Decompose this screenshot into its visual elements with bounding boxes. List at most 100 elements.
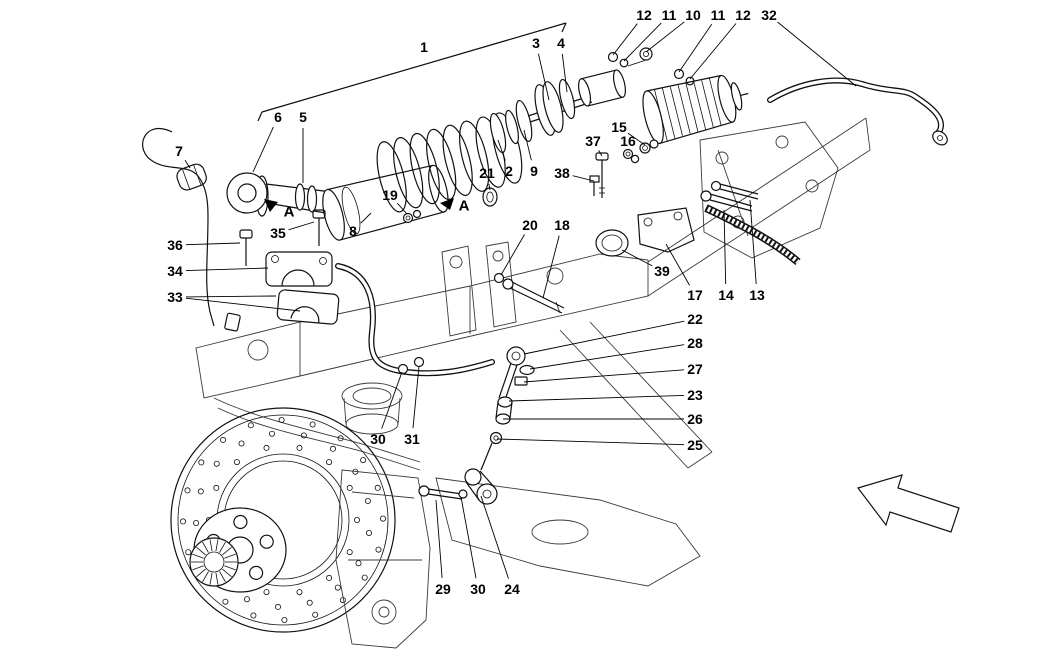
shock-absorber-assembly	[142, 47, 749, 332]
drilled-hole	[278, 416, 285, 423]
drilled-hole	[263, 589, 270, 596]
view-label-A: A	[283, 203, 295, 221]
callout-36: 36	[167, 237, 183, 253]
drilled-hole	[346, 484, 353, 491]
spline-tooth	[202, 571, 209, 583]
callout-26: 26	[687, 411, 703, 427]
drilled-hole	[263, 444, 270, 451]
eye-ring-6	[226, 172, 269, 217]
leader-line	[561, 53, 568, 93]
drilled-hole	[374, 484, 381, 491]
spline-tooth	[222, 546, 232, 556]
drilled-hole	[326, 574, 333, 581]
leader-line	[529, 344, 685, 370]
spline-tooth	[209, 539, 213, 552]
leader-line	[723, 209, 727, 285]
sway-bar-front	[335, 263, 495, 377]
leader-line	[665, 243, 690, 286]
callout-31: 31	[404, 431, 420, 447]
callout-15: 15	[611, 119, 627, 135]
leader-line	[435, 499, 443, 579]
drilled-hole	[375, 546, 382, 553]
leader-line	[689, 23, 737, 80]
callout-23: 23	[687, 387, 703, 403]
callout-12: 12	[636, 7, 652, 23]
callout-5: 5	[299, 109, 307, 125]
spline-tooth	[215, 539, 219, 552]
leader-line	[508, 394, 685, 402]
drilled-hole	[185, 549, 192, 556]
leader-line	[542, 235, 560, 299]
drilled-hole	[337, 435, 344, 442]
callout-25: 25	[687, 437, 703, 453]
drilled-hole	[213, 484, 220, 491]
leader-line	[598, 150, 603, 157]
callout-4: 4	[557, 35, 565, 51]
drilled-hole	[306, 599, 313, 606]
leader-line	[185, 267, 269, 272]
callout-6: 6	[274, 109, 282, 125]
leader-line	[496, 438, 685, 446]
drilled-hole	[346, 549, 353, 556]
lug-bolt	[249, 565, 264, 581]
spline-tooth	[202, 541, 209, 553]
direction-arrow	[856, 474, 960, 533]
leader-line	[288, 221, 315, 231]
callout-38: 38	[554, 165, 570, 181]
rod-guide-cylinder	[578, 69, 626, 107]
spline-tooth	[222, 568, 232, 578]
callout-28: 28	[687, 335, 703, 351]
callout-1: 1	[420, 39, 428, 55]
drilled-hole	[361, 574, 368, 581]
leader-line	[627, 132, 646, 146]
drilled-hole	[364, 497, 371, 504]
spline-tooth	[224, 553, 236, 559]
drilled-hole	[220, 436, 227, 443]
drilled-hole	[179, 518, 186, 525]
bracket-line-1	[257, 22, 567, 122]
braided-hose	[704, 204, 801, 266]
wheel-hub	[189, 507, 287, 593]
drilled-hole	[222, 598, 229, 605]
drilled-hole	[300, 432, 307, 439]
drilled-hole	[193, 520, 200, 527]
drilled-hole	[243, 596, 250, 603]
spline-tooth	[196, 546, 206, 556]
drilled-hole	[213, 460, 220, 467]
drilled-hole	[365, 530, 372, 537]
subframe	[195, 117, 871, 587]
callout-3: 3	[532, 35, 540, 51]
spring-perch	[341, 382, 403, 435]
leader-line	[537, 53, 550, 101]
drilled-hole	[197, 488, 204, 495]
callout-9: 9	[530, 163, 538, 179]
drilled-hole	[379, 515, 386, 522]
drilled-hole	[184, 487, 191, 494]
spring-retainers-2-9	[489, 99, 533, 154]
lug-bolt	[259, 534, 274, 549]
leader-line	[480, 495, 509, 579]
leader-line	[645, 21, 685, 53]
bushing-7	[176, 163, 207, 191]
drilled-hole	[274, 603, 281, 610]
view-a-arrows	[264, 198, 454, 212]
leader-line	[523, 129, 532, 161]
callout-19: 19	[382, 187, 398, 203]
callout-30: 30	[370, 431, 386, 447]
leader-line	[572, 175, 595, 182]
leader-line	[185, 295, 277, 298]
callout-39: 39	[654, 263, 670, 279]
callout-24: 24	[504, 581, 520, 597]
leader-lines	[184, 21, 857, 579]
leader-line	[678, 23, 713, 73]
callout-32: 32	[761, 7, 777, 23]
drilled-hole	[250, 612, 257, 619]
spline-tooth	[196, 568, 206, 578]
upright-assembly	[335, 469, 431, 649]
leader-line	[252, 126, 274, 173]
leader-line	[381, 371, 403, 429]
leader-line	[460, 496, 477, 579]
leader-line	[523, 369, 685, 383]
callout-22: 22	[687, 311, 703, 327]
